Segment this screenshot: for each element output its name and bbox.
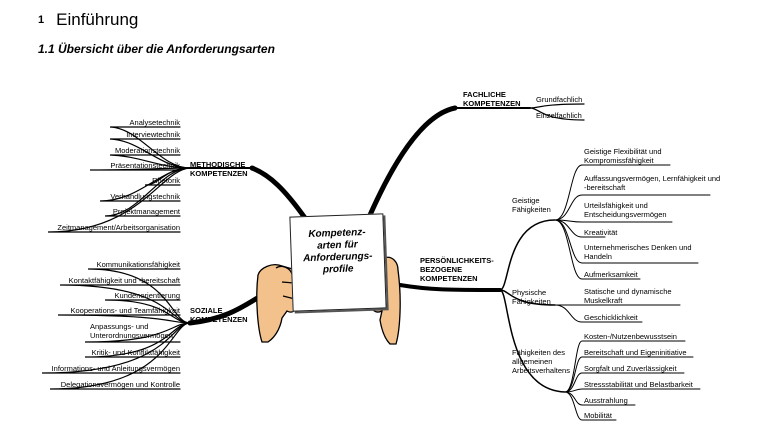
verhalten-item: Stressstabilität und Belastbarkeit [584, 380, 693, 389]
branch-fachliche [367, 105, 458, 218]
physische-fan [554, 304, 681, 323]
soziale-item: Anpassungs- und Unterordnungsvermögen [90, 322, 173, 340]
geistige-fan [554, 164, 711, 280]
category-fachliche: FACHLICHE KOMPETENZEN [463, 90, 521, 108]
branch-persoenlich [398, 283, 502, 292]
verhalten-fan [564, 340, 701, 421]
section-heading: 1.1 Übersicht über die Anforderungsarten [38, 42, 275, 56]
category-methodische: METHODISCHE KOMPETENZEN [190, 160, 248, 178]
soziale-item: Kommunikationsfähigkeit [96, 260, 180, 269]
soziale-item: Kritik- und Konfliktfähigkeit [91, 348, 180, 357]
chapter-number: 1 [38, 14, 45, 26]
soziale-item: Kundenorientierung [114, 291, 180, 300]
verhalten-item: Sorgfalt und Zuverlässigkeit [584, 364, 677, 373]
physische-item: Geschicklichkeit [584, 313, 638, 322]
methodische-item: Moderationstechnik [114, 146, 180, 155]
methodische-item: Zeitmanagement/Arbeitsorganisation [57, 223, 180, 232]
fachliche-fan [529, 103, 585, 121]
methodische-item: Präsentationstechnik [110, 161, 180, 170]
soziale-item: Kooperations- und Teamfähigkeit [70, 306, 180, 315]
methodische-item: Rhetorik [152, 176, 180, 185]
chapter-title: Einführung [56, 10, 139, 29]
geistige-item: Unternehmerisches Denken und Handeln [584, 243, 692, 261]
verhalten-item: Mobilität [584, 411, 612, 420]
soziale-item: Delegationsvermögen und Kontrolle [60, 380, 180, 389]
methodische-item: Interviewtechnik [126, 130, 180, 139]
subgroup-geistige: Geistige Fähigkeiten [512, 196, 551, 214]
soziale-item: Informations- und Anleitungsvermögen [51, 364, 180, 373]
chapter-heading: 1 Einführung [38, 10, 138, 30]
fachliche-item: Grundfachlich [536, 95, 583, 104]
persoenlich-fan [499, 219, 566, 393]
category-soziale: SOZIALE KOMPETENZEN [190, 306, 248, 324]
center-card: Kompetenz- arten für Anforderungs- profi… [289, 213, 387, 312]
verhalten-item: Kosten-/Nutzenbewusstsein [584, 332, 677, 341]
geistige-item: Kreativität [584, 228, 618, 237]
soziale-item: Kontaktfähigkeit und -bereitschaft [68, 276, 180, 285]
methodische-item: Projektmanagement [112, 207, 180, 216]
geistige-item: Aufmerksamkeit [584, 270, 638, 279]
verhalten-item: Bereitschaft und Eigeninitiative [584, 348, 687, 357]
methodische-item: Analysetechnik [129, 118, 180, 127]
physische-item: Statische und dynamische Muskelkraft [584, 287, 672, 305]
fachliche-item: Einzelfachlich [536, 111, 582, 120]
methodische-fan [47, 126, 191, 233]
subgroup-physische: Physische Fähigkeiten [512, 288, 551, 306]
subgroup-verhalten: Fähigkeiten des allgemeinen Arbeitsverha… [512, 348, 570, 375]
geistige-item: Urteilsfähigkeit und Entscheidungsvermög… [584, 201, 667, 219]
geistige-item: Auffassungsvermögen, Lernfähigkeit und -… [584, 174, 721, 192]
geistige-item: Geistige Flexibilität und Kompromissfähi… [584, 147, 662, 165]
soziale-fan [41, 268, 191, 390]
verhalten-item: Ausstrahlung [584, 396, 628, 405]
category-persoenlich: PERSÖNLICHKEITS- BEZOGENE KOMPETENZEN [420, 256, 494, 283]
branch-methodische [249, 165, 308, 221]
center-card-text: Kompetenz- arten für Anforderungs- profi… [302, 227, 373, 276]
methodische-item: Verhandlungstechnik [110, 192, 180, 201]
